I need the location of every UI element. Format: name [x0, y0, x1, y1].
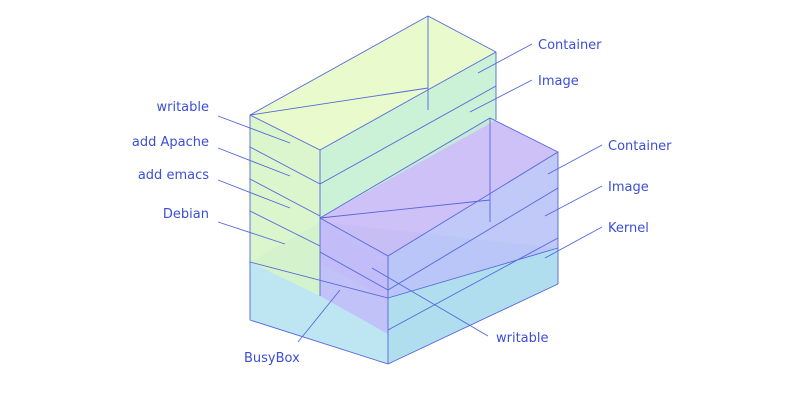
label-writable: writable	[156, 100, 209, 115]
label-debian: Debian	[163, 207, 209, 222]
label-busybox: BusyBox	[244, 351, 300, 366]
purple-inner-top-back	[319, 199, 491, 219]
purple-outline	[319, 117, 559, 284]
green-layer-line-1b	[319, 85, 497, 185]
label-add-apache: add Apache	[132, 135, 209, 150]
green-layer-line-2	[249, 178, 321, 217]
kernel-slab-side	[388, 248, 558, 364]
debian-stack-top	[250, 16, 496, 150]
label-image-mid: Image	[608, 180, 649, 195]
debian-stack-front	[250, 115, 320, 296]
green-top-front-edge	[249, 114, 321, 151]
leader-image-top	[469, 79, 533, 113]
kernel-bottom-side	[387, 283, 559, 365]
purple-layer-line-1b	[387, 187, 559, 291]
busybox-stack-side	[388, 152, 558, 298]
leader-add-apache	[217, 147, 291, 177]
label-add-emacs: add emacs	[138, 168, 209, 183]
label-kernel: Kernel	[608, 221, 649, 236]
right-labels: Container Image Container Image Kernel	[538, 38, 672, 236]
bottom-labels: BusyBox writable	[244, 331, 549, 366]
label-container-mid: Container	[608, 139, 672, 154]
leader-writable-bottom	[371, 267, 489, 337]
kernel-top-right	[387, 247, 559, 299]
green-layer-line-3	[249, 210, 321, 247]
busybox-stack-top	[320, 118, 558, 256]
kernel-slab-front	[250, 262, 388, 364]
leader-container-mid	[547, 144, 603, 175]
kernel-bottom-front	[249, 319, 389, 365]
leader-kernel	[544, 226, 603, 259]
left-labels: writable add Apache add emacs Debian	[132, 100, 209, 222]
label-writable-bottom: writable	[496, 331, 549, 346]
green-inner-top-back	[249, 87, 429, 116]
green-top-right-edge	[319, 51, 497, 151]
green-layer-line-1	[249, 146, 321, 185]
purple-top-right-edge	[387, 151, 559, 257]
outline-edges	[249, 15, 559, 365]
purple-top-front-edge	[319, 217, 389, 257]
purple-layer-line-2	[387, 237, 559, 331]
leader-add-emacs	[217, 179, 291, 209]
leader-busybox	[297, 289, 341, 343]
leader-lines	[217, 43, 603, 343]
label-image-top: Image	[538, 74, 579, 89]
purple-layer-line-1	[319, 251, 389, 291]
label-container-top: Container	[538, 38, 602, 53]
leader-debian	[217, 221, 286, 245]
leader-writable	[217, 115, 291, 144]
kernel-top-left	[249, 261, 389, 299]
leader-image-mid	[544, 185, 603, 217]
leader-container-top	[477, 43, 533, 74]
